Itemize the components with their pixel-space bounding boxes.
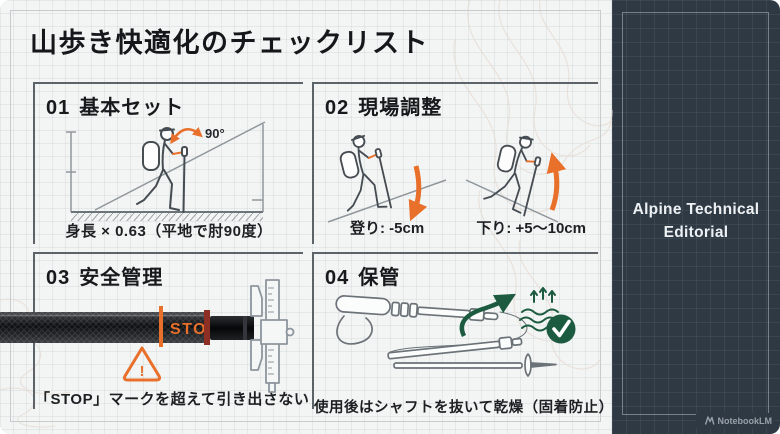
page-title: 山歩き快適化のチェックリスト xyxy=(30,28,429,58)
pole-segments xyxy=(335,295,557,377)
brand-line-2: Editorial xyxy=(663,224,729,242)
pole-length-illustration: 90° xyxy=(66,121,266,221)
warning-triangle-icon: ! xyxy=(122,346,162,382)
check-circle-icon xyxy=(546,314,576,344)
section-1-heading: 01 基本セット xyxy=(46,91,184,120)
stop-mark-pole-illustration: STOP ! xyxy=(0,279,295,393)
section-2-heading: 02 現場調整 xyxy=(325,91,442,120)
angle-arc-arrow-icon xyxy=(170,126,203,145)
shaft-ring xyxy=(243,316,247,340)
hiker-icon xyxy=(136,127,188,213)
section-basic-setup: 01 基本セット xyxy=(33,82,303,244)
sidebar: Alpine Technical Editorial NotebookLM xyxy=(612,0,780,434)
slope-guide-line xyxy=(94,121,266,211)
uphill-slope-line xyxy=(327,179,447,223)
adjust-down-arrow-icon xyxy=(408,165,428,222)
warning-exclamation: ! xyxy=(140,363,145,380)
section-3-number: 03 xyxy=(46,267,71,289)
height-measure-line xyxy=(66,131,76,212)
section-3-title: 安全管理 xyxy=(79,267,164,289)
section-4-number: 04 xyxy=(325,267,350,289)
angle-label: 90° xyxy=(205,126,225,141)
brand-line-1: Alpine Technical xyxy=(632,201,760,218)
ground-hatching xyxy=(71,213,263,221)
notebooklm-logo-icon xyxy=(704,416,714,425)
section-3-heading: 03 安全管理 xyxy=(46,261,163,290)
content-area: 山歩き快適化のチェックリスト 01 基本セット xyxy=(0,0,613,434)
section-storage: 04 保管 xyxy=(312,252,613,416)
section-field-adjustment: 02 現場調整 xyxy=(312,82,598,244)
section-1-caption: 身長 × 0.63（平地で肘90度） xyxy=(65,223,273,240)
stop-mark xyxy=(159,306,163,347)
caliper-icon xyxy=(250,279,295,393)
section-4-title: 保管 xyxy=(358,267,401,289)
inner-frame-border xyxy=(10,10,601,422)
section-4-heading: 04 保管 xyxy=(325,261,400,290)
stop-band xyxy=(204,310,210,345)
notebooklm-credit: NotebookLM xyxy=(695,413,775,428)
slope-adjustment-illustration xyxy=(327,135,567,223)
hiker-icon xyxy=(483,135,542,217)
section-4-caption: 使用後はシャフトを抜いて乾燥（固着防止） xyxy=(314,400,614,416)
hiker-icon xyxy=(339,135,392,212)
downhill-caption: 下り: +5〜10cm xyxy=(476,220,586,237)
adjust-up-arrow-icon xyxy=(546,152,567,211)
section-3-caption: 「STOP」マークを超えて引き出さない xyxy=(35,391,310,408)
section-2-title: 現場調整 xyxy=(358,97,443,119)
disassembled-pole-illustration xyxy=(335,287,576,377)
upper-shaft xyxy=(210,316,254,340)
brand-block: Alpine Technical Editorial xyxy=(612,198,780,245)
section-2-number: 02 xyxy=(325,97,350,119)
section-2-captions: 登り: -5cm 下り: +5〜10cm xyxy=(314,217,598,238)
credit-label: NotebookLM xyxy=(717,415,773,426)
section-1-number: 01 xyxy=(46,97,71,119)
downhill-slope-line xyxy=(465,179,559,223)
uphill-caption: 登り: -5cm xyxy=(350,220,425,237)
right-angle-marker xyxy=(252,124,264,212)
section-1-title: 基本セット xyxy=(79,97,185,119)
